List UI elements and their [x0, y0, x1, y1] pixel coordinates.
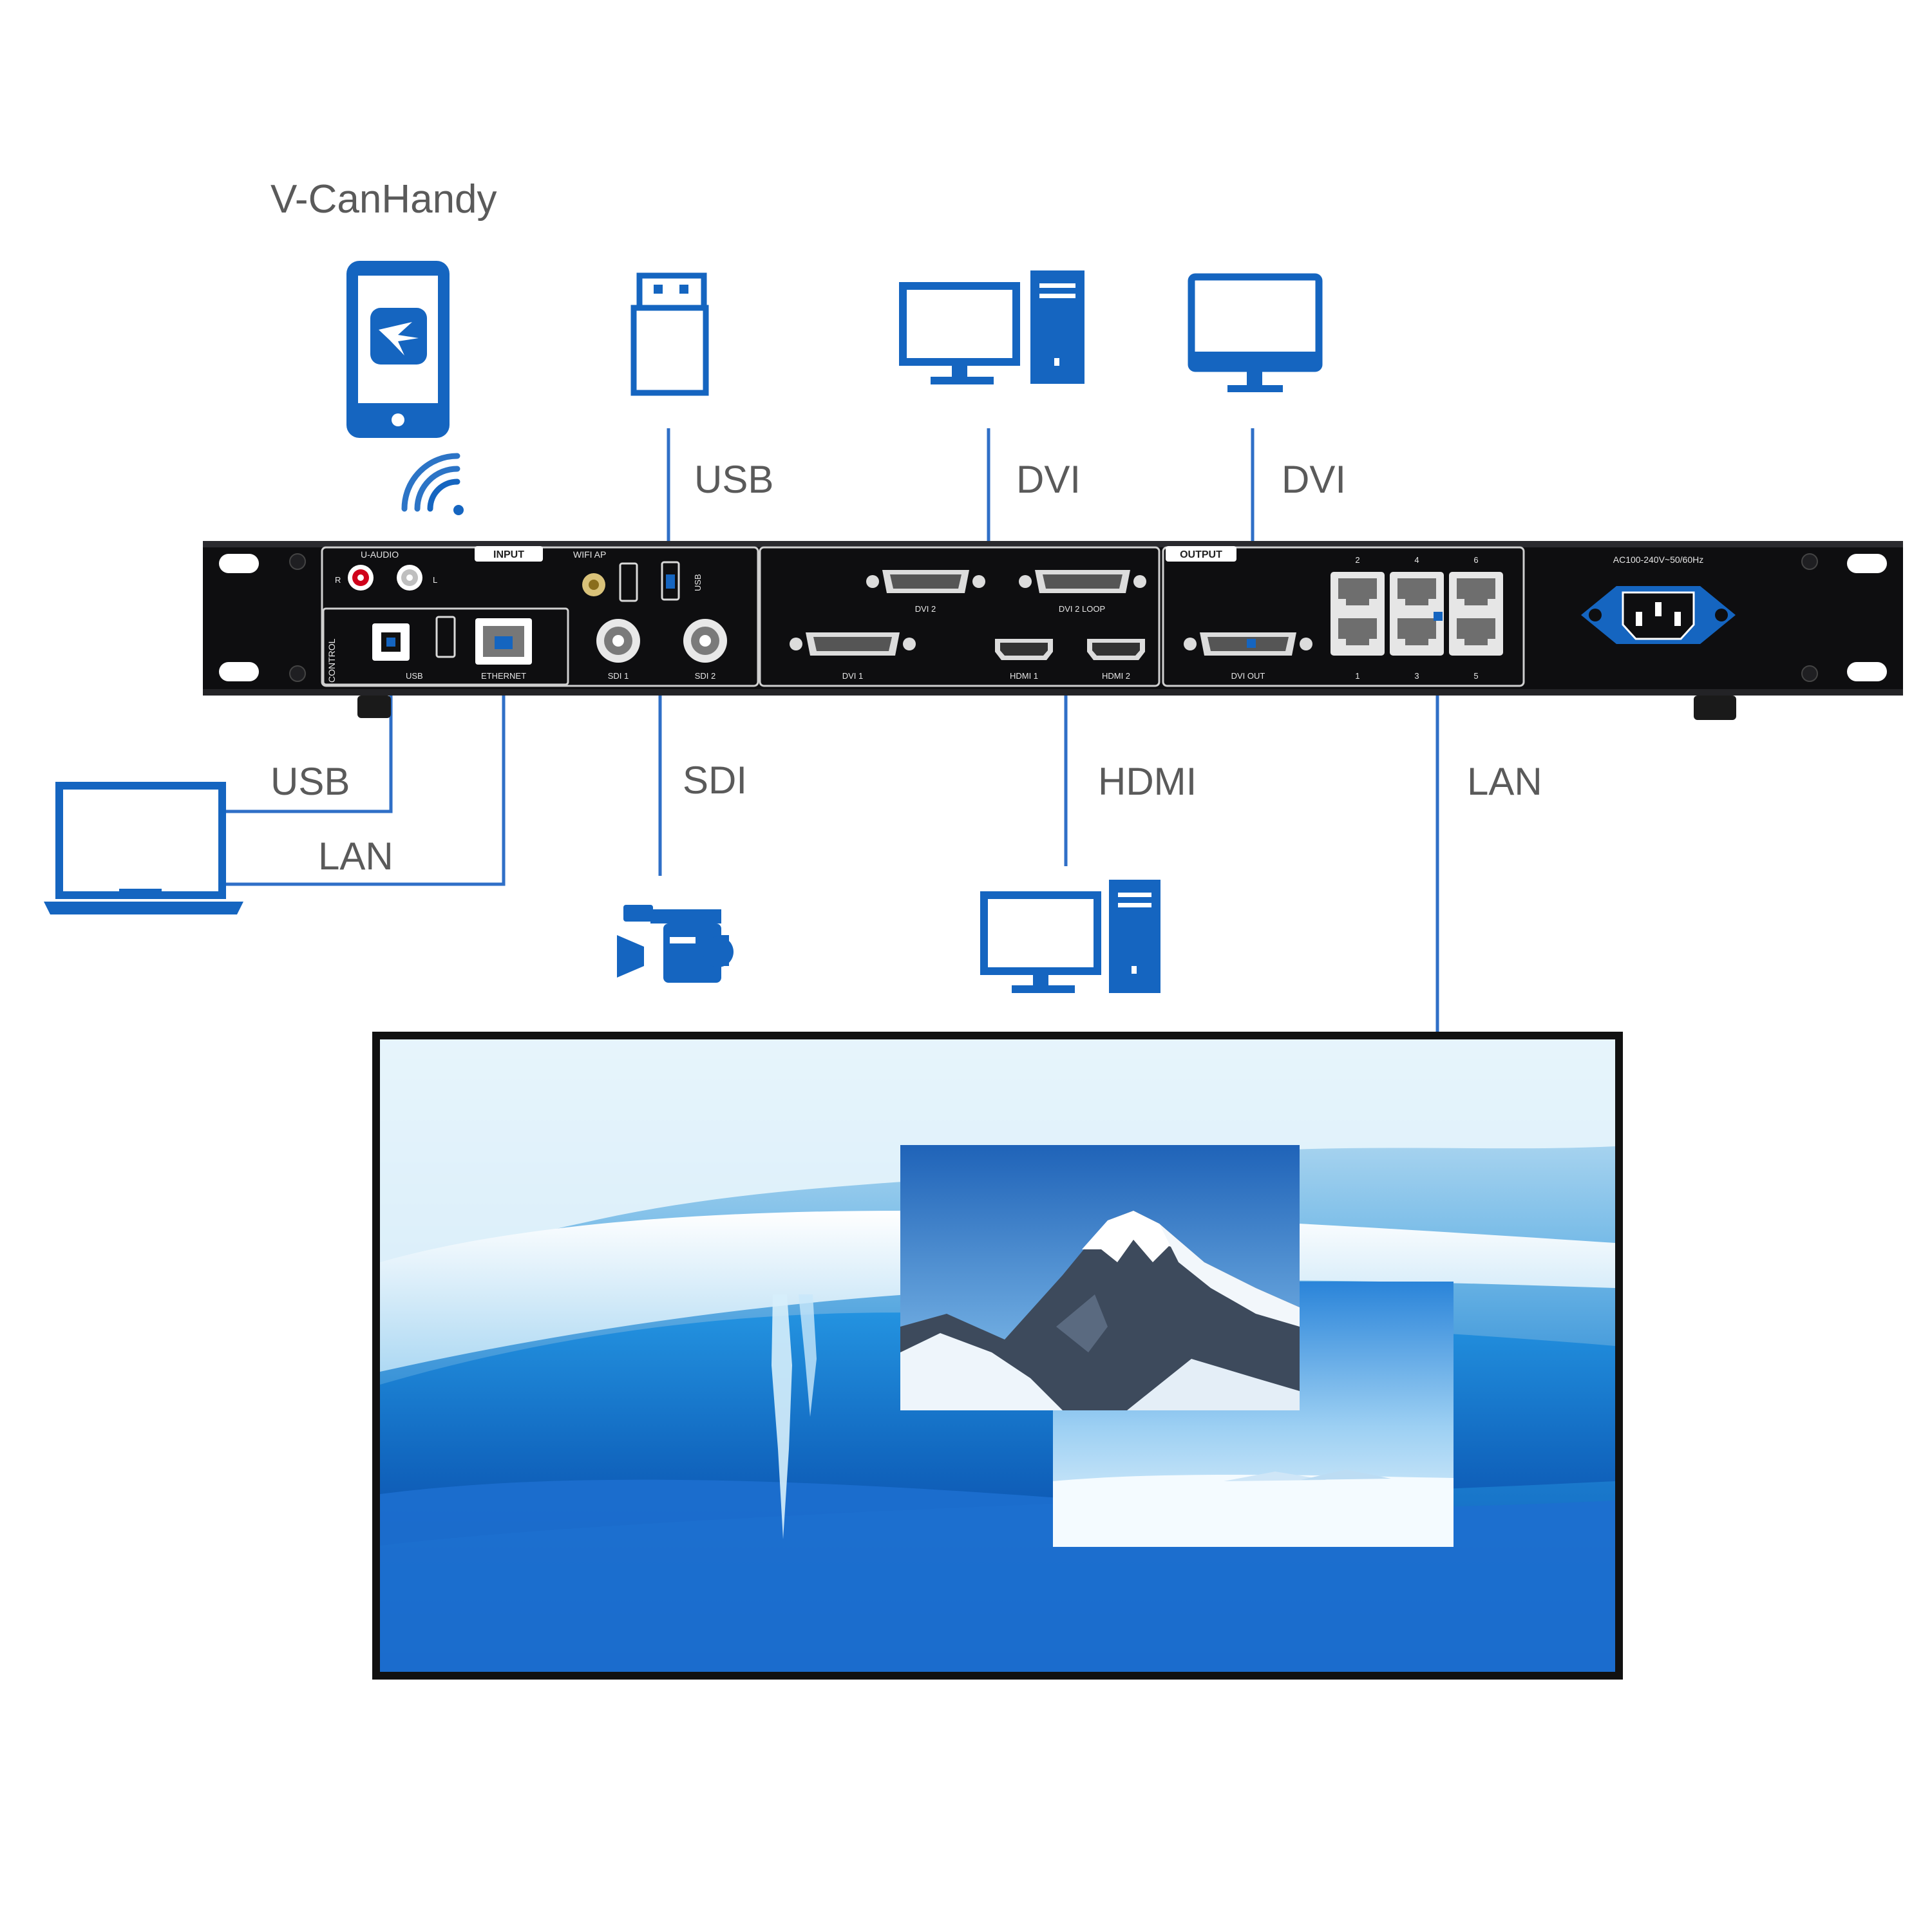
sdi2-label: SDI 2	[695, 671, 716, 681]
video-camera-icon	[617, 905, 734, 983]
dvi-out-port[interactable]	[1184, 632, 1312, 656]
sdi-label: SDI	[683, 759, 747, 802]
dvi1-port[interactable]	[790, 632, 916, 656]
rj45-ports[interactable]	[1331, 572, 1503, 656]
led-display-screen	[372, 1032, 1623, 1680]
phone-device: V-CanHandy	[270, 177, 497, 515]
wifi-ap-label: WIFI AP	[573, 549, 606, 560]
sdi1-port[interactable]	[596, 619, 640, 663]
hdmi-label: HDMI	[1098, 760, 1197, 803]
wifi-icon	[401, 453, 464, 515]
input-section-label: INPUT	[493, 549, 524, 560]
control-section-frame	[322, 607, 569, 686]
dvi-in-label: DVI	[1016, 458, 1081, 501]
connection-wires	[222, 428, 1439, 1034]
audio-r-label: R	[335, 575, 341, 585]
video-processor-panel: INPUT OUTPUT CONTROL U-AUDIO R L WIFI AP…	[203, 541, 1903, 720]
usb-drive-icon	[630, 272, 709, 396]
video-input-frame	[759, 546, 1160, 687]
laptop-icon	[44, 782, 243, 914]
usb-port-a[interactable]	[619, 562, 638, 602]
rj45-label-3: 3	[1414, 671, 1419, 681]
usb-laptop-label: USB	[270, 760, 350, 803]
monitor-icon	[1188, 273, 1323, 392]
dvi2-port[interactable]	[866, 570, 985, 593]
lan-laptop-label: LAN	[318, 835, 393, 878]
hdmi2-port[interactable]	[1087, 639, 1145, 660]
output-section-label: OUTPUT	[1180, 549, 1222, 560]
mountain-image-window	[900, 1145, 1300, 1410]
wire-lan-laptop	[222, 634, 506, 886]
u-audio-label: U-AUDIO	[361, 549, 399, 560]
lan-screen-label: LAN	[1467, 760, 1542, 803]
power-inlet[interactable]	[1581, 586, 1736, 644]
usb-port-b[interactable]	[661, 561, 680, 601]
sdi1-label: SDI 1	[608, 671, 629, 681]
audio-l-label: L	[433, 575, 437, 585]
phone-label: V-CanHandy	[270, 177, 497, 222]
rj45-label-2: 2	[1355, 555, 1359, 565]
dvi1-label: DVI 1	[842, 671, 864, 681]
rj45-label-5: 5	[1473, 671, 1478, 681]
rack-mount-slots	[219, 554, 1887, 681]
dvi2-loop-port[interactable]	[1019, 570, 1146, 593]
dvi2-loop-label: DVI 2 LOOP	[1059, 604, 1105, 614]
ethernet-label: ETHERNET	[481, 671, 526, 681]
dvi2-label: DVI 2	[915, 604, 936, 614]
usb-top-label: USB	[694, 458, 773, 501]
hdmi1-label: HDMI 1	[1010, 671, 1038, 681]
power-rating-label: AC100-240V~50/60Hz	[1613, 554, 1704, 565]
rj45-label-4: 4	[1414, 555, 1419, 565]
rj45-label-6: 6	[1473, 555, 1478, 565]
desktop-pc-icon-dvi-in	[899, 270, 1084, 384]
rj45-label-1: 1	[1355, 671, 1359, 681]
smartphone-icon	[346, 261, 450, 438]
output-section-frame	[1162, 546, 1525, 687]
dvi-out-label: DVI	[1282, 458, 1346, 501]
usb-a-port-control[interactable]	[435, 616, 456, 658]
usb-control-label: USB	[406, 671, 423, 681]
desktop-pc-icon-hdmi	[980, 880, 1160, 993]
dvi-out-label-panel: DVI OUT	[1231, 671, 1265, 681]
control-section-label: CONTROL	[327, 638, 337, 683]
hdmi1-port[interactable]	[995, 639, 1053, 660]
usb-vertical-label: USB	[693, 574, 703, 591]
hdmi2-label: HDMI 2	[1102, 671, 1130, 681]
sdi2-port[interactable]	[683, 619, 727, 663]
screws	[289, 553, 1818, 682]
